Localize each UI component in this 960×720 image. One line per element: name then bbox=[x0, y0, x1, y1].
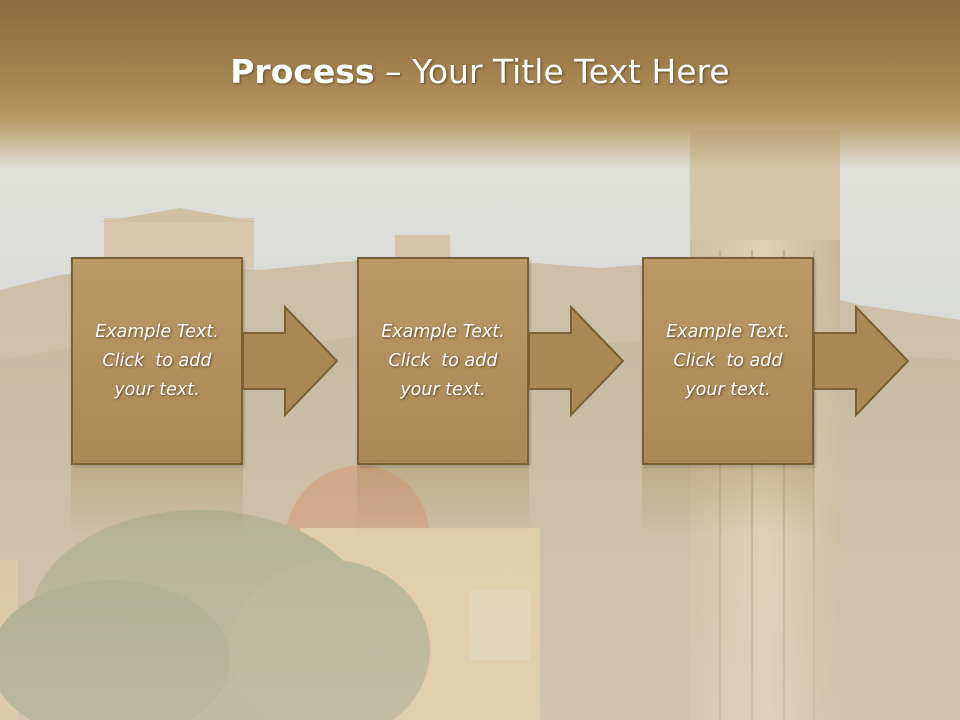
step-1-line-1: Example Text. bbox=[95, 321, 219, 342]
process-step-1[interactable]: Example Text. Click to add your text. bbox=[71, 257, 243, 465]
slide-title[interactable]: Process – Your Title Text Here bbox=[0, 52, 960, 91]
step-2-text[interactable]: Example Text. Click to add your text. bbox=[368, 318, 518, 405]
step-3-line-3: your text. bbox=[685, 379, 771, 400]
step-3-line-1: Example Text. bbox=[666, 321, 790, 342]
title-band bbox=[0, 0, 960, 170]
step-3-line-2: Click to add bbox=[673, 350, 783, 371]
step-1-text[interactable]: Example Text. Click to add your text. bbox=[82, 318, 232, 405]
arrow-right-icon bbox=[529, 305, 625, 417]
title-separator: – bbox=[385, 52, 402, 91]
title-bold: Process bbox=[230, 52, 375, 91]
step-2-reflection bbox=[357, 467, 529, 537]
step-3-text[interactable]: Example Text. Click to add your text. bbox=[653, 318, 803, 405]
step-2-line-3: your text. bbox=[400, 379, 486, 400]
step-1-reflection bbox=[71, 467, 243, 537]
arrow-right-icon bbox=[243, 305, 339, 417]
step-1-line-2: Click to add bbox=[102, 350, 212, 371]
step-2-line-1: Example Text. bbox=[381, 321, 505, 342]
process-step-3[interactable]: Example Text. Click to add your text. bbox=[642, 257, 814, 465]
step-3-reflection bbox=[642, 467, 814, 537]
arrow-right-icon bbox=[814, 305, 910, 417]
step-2-line-2: Click to add bbox=[388, 350, 498, 371]
title-rest: Your Title Text Here bbox=[412, 52, 730, 91]
process-step-2[interactable]: Example Text. Click to add your text. bbox=[357, 257, 529, 465]
step-1-line-3: your text. bbox=[114, 379, 200, 400]
